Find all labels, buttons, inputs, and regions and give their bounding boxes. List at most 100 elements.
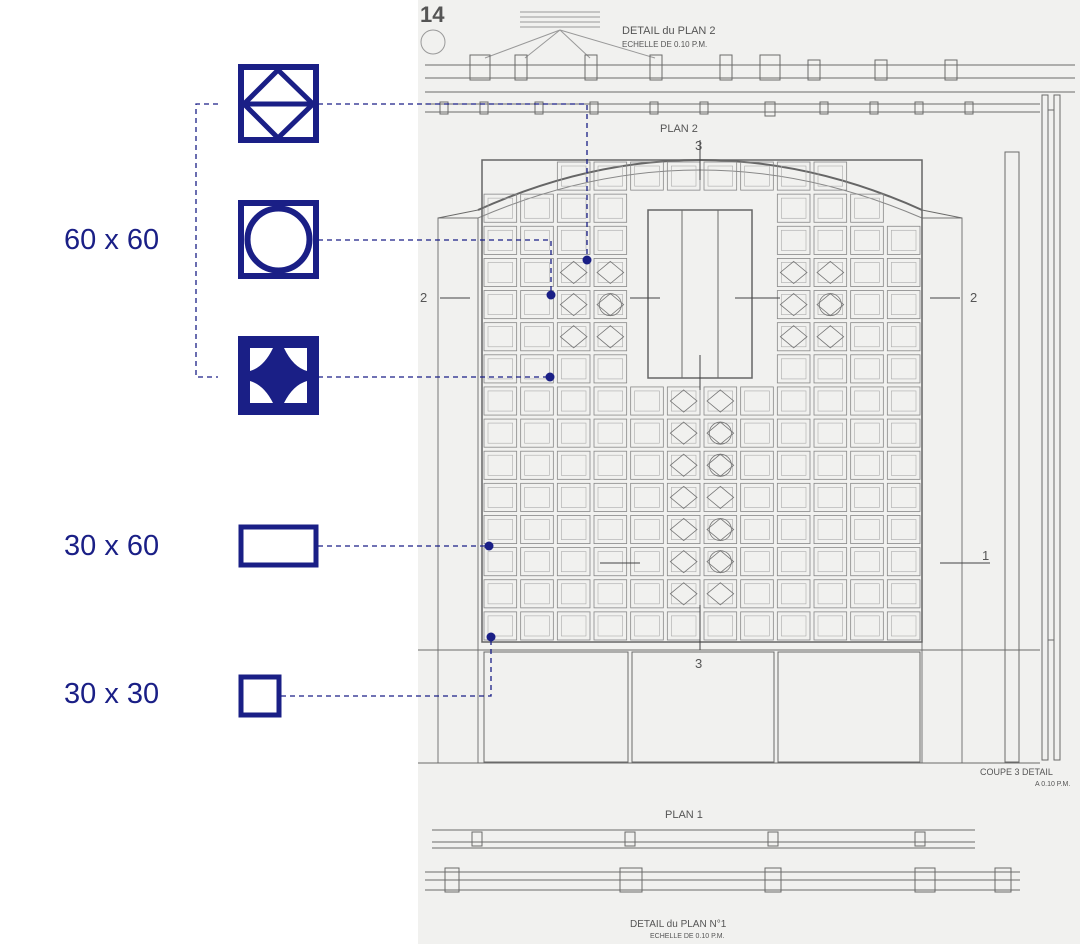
grid-cell-inner [707,454,733,476]
grid-cell [850,611,884,641]
grid-cell [813,290,848,320]
plan-2-label: PLAN 2 [660,123,698,135]
grid-cell-inner [854,454,880,476]
base-panels [418,649,1040,764]
bottom-detail-title: DETAIL du PLAN N°1 [630,919,727,930]
grid-cell-inner [891,422,917,444]
cross-block-icon [238,336,319,415]
grid-cell [886,547,921,577]
grid-cell-inner [524,262,550,283]
grid-cell-inner [671,422,697,444]
grid-cell [850,579,884,609]
grid-cell-inner [707,422,733,444]
grid-cell [813,322,848,352]
grid-cell [666,515,701,545]
grid-cell [593,515,628,545]
grid-cell [813,482,848,512]
central-opening [647,209,753,379]
circle-block-icon [238,200,319,279]
grid-cell [776,193,811,223]
grid-cell-inner [781,358,807,380]
diamond-motif [669,389,698,413]
grid-cell [593,482,628,512]
grid-cell-inner [597,229,623,251]
grid-cell-inner [487,551,513,573]
grid-cell-inner [524,229,550,251]
grid-cell [850,482,884,512]
grid-cell-inner [891,229,917,251]
grid-cell [483,579,518,609]
grid-cell [886,579,921,609]
grid-cell-inner [854,294,880,315]
grid-cell-inner [561,294,587,315]
grid-cell-inner [487,519,513,540]
grid-cell [776,611,811,641]
grid-cell-inner [781,583,807,605]
diamond-motif [816,260,845,285]
grid-cell-inner [524,551,550,573]
grid-cell-inner [561,229,587,251]
grid-cell [666,579,701,609]
grid-cell-inner [634,422,660,444]
grid-cell [520,547,554,577]
grid-cell [740,547,774,577]
grid-cell-inner [891,262,917,283]
page-number: 14 [420,2,445,27]
grid-cell-inner [854,390,880,412]
grid-cell-inner [487,390,513,412]
grid-cell-inner [524,422,550,444]
grid-cell-inner [487,262,513,283]
grid-cell-inner [781,294,807,315]
grid-cell-inner [744,390,770,412]
grid-cell-inner [744,487,770,508]
grid-cell [593,450,628,480]
stamp-icon [420,29,446,55]
grid-cell [593,225,628,255]
grid-cell-inner [487,326,513,348]
grid-cell-inner [634,487,660,508]
diamond-motif [669,421,698,445]
grid-cell-inner [487,454,513,476]
block-grid [483,161,921,641]
grid-cell-inner [744,454,770,476]
grid-cell [850,290,884,320]
grid-cell [850,322,884,352]
grid-cell [813,418,848,448]
grid-cell [593,611,628,641]
grid-cell-inner [891,454,917,476]
diamond-motif [669,517,698,542]
grid-cell-inner [561,454,587,476]
grid-cell-inner [781,487,807,508]
circle-motif [708,421,732,445]
grid-cell-inner [781,615,807,637]
grid-cell-inner [891,615,917,637]
diamond-motif [596,325,625,349]
grid-cell [813,579,848,609]
grid-cell-inner [597,583,623,605]
grid-cell [886,418,921,448]
facade-drawing: 14 DETAIL du PLAN 2 ECHELLE DE 0.10 P.M. [418,2,1075,940]
grid-cell-inner [854,583,880,605]
grid-cell [483,547,518,577]
grid-cell-inner [671,615,697,637]
grid-cell-inner [744,422,770,444]
grid-cell-inner [597,262,623,283]
grid-cell-inner [817,519,843,540]
grid-cell [850,354,884,384]
grid-cell-inner [781,519,807,540]
dot-square [486,632,496,642]
section-title: COUPE 3 DETAIL [980,767,1053,777]
grid-cell-inner [744,551,770,573]
dot-rectangle [484,541,494,551]
grid-cell [703,418,738,448]
grid-cell-inner [781,422,807,444]
grid-cell-inner [817,583,843,605]
grid-cell-inner [634,454,660,476]
grid-cell-inner [891,519,917,540]
grid-cell [520,418,554,448]
grid-cell-inner [744,165,770,187]
grid-cell [593,193,628,223]
grid-cell-inner [597,519,623,540]
grid-cell-inner [707,519,733,540]
